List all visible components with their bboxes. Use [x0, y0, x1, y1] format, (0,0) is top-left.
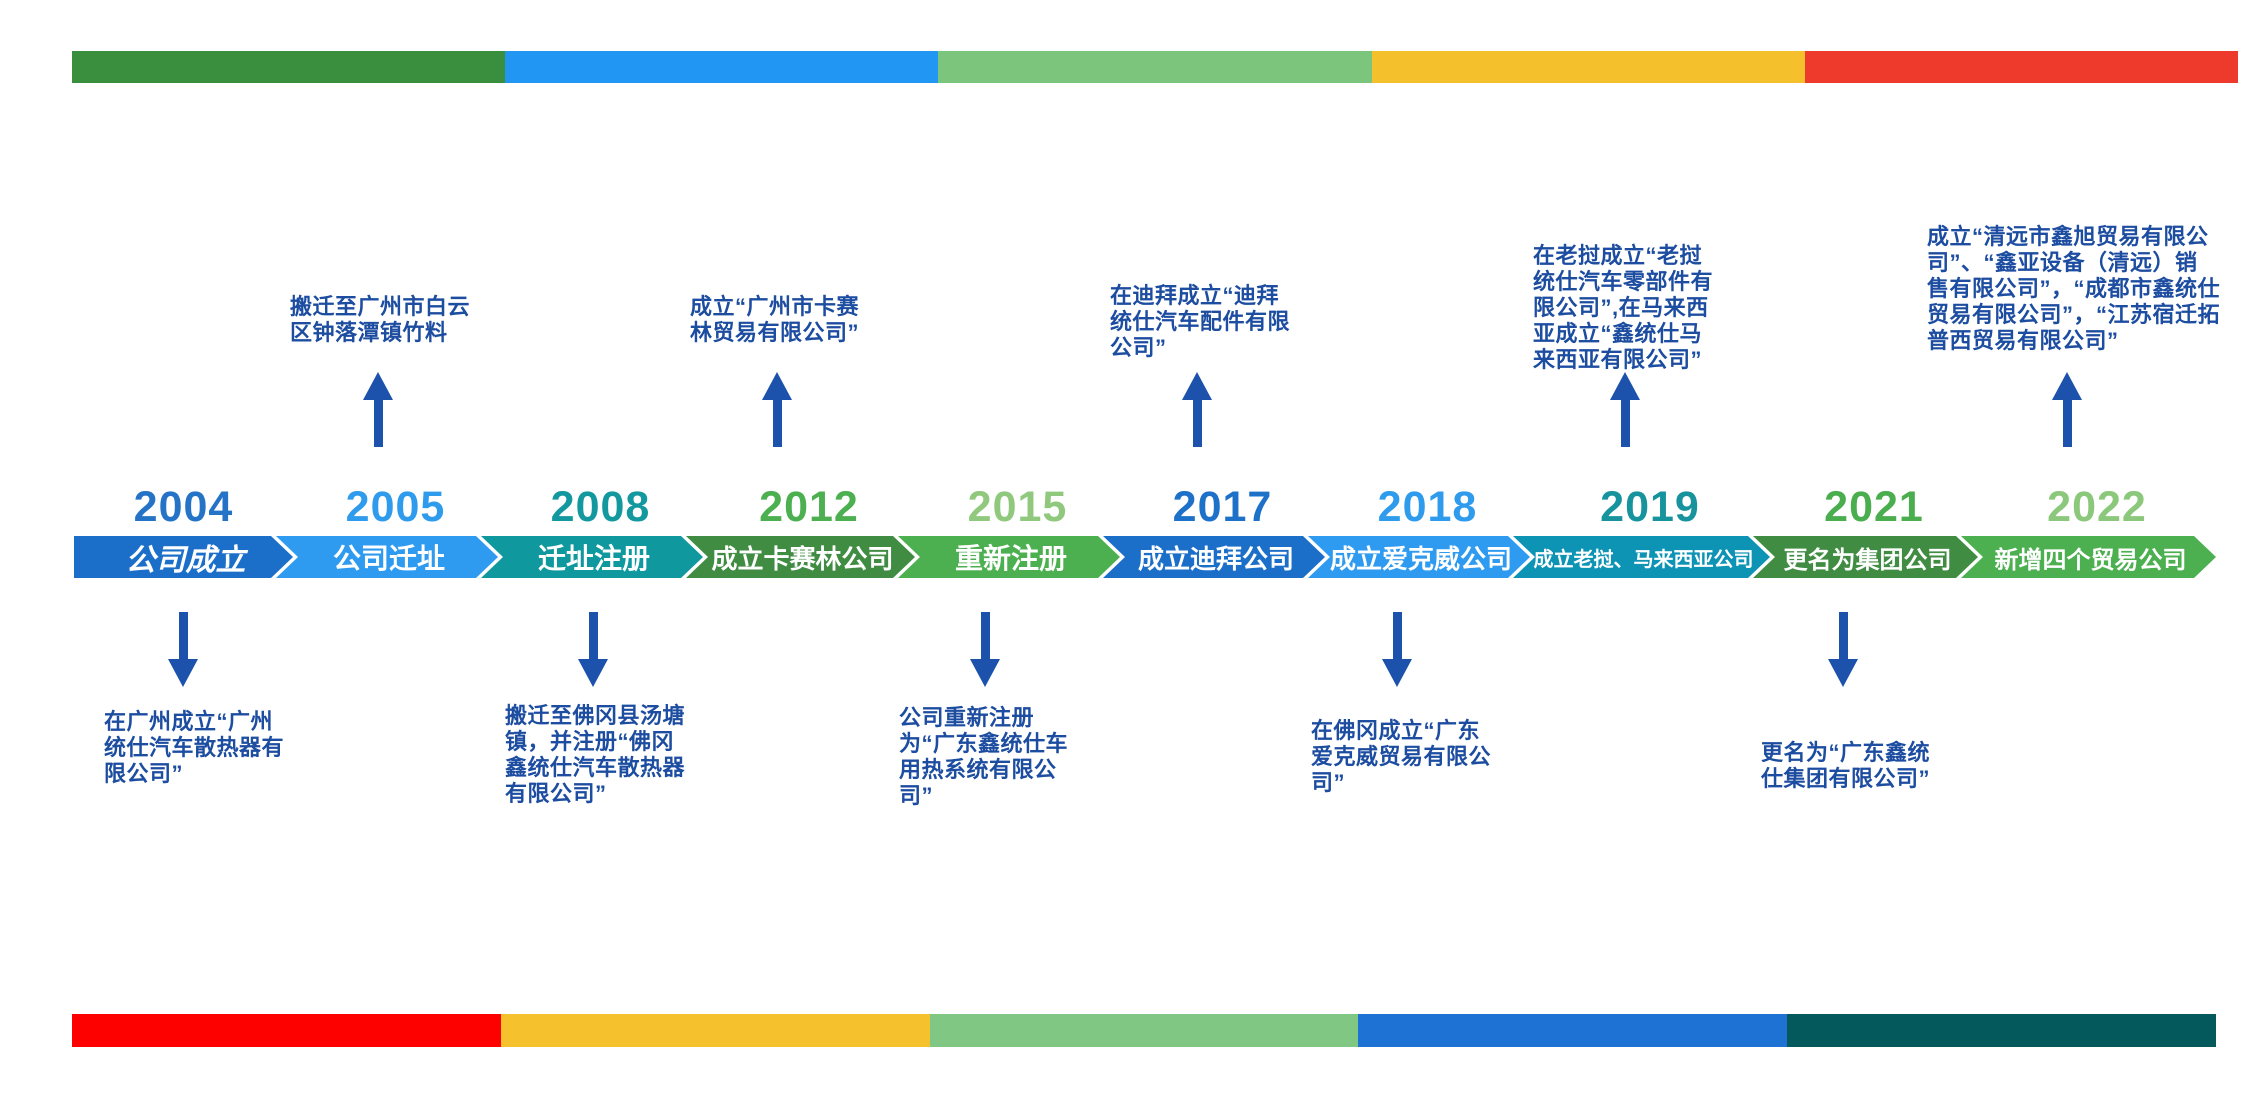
milestone-note-below: 搬迁至佛冈县汤塘 镇，并注册“佛冈 鑫统仕汽车散热器 有限公司”: [505, 703, 686, 806]
arrow-head: [1382, 659, 1412, 687]
color-bar-segment: [1804, 51, 2239, 83]
arrow-stem: [588, 612, 598, 659]
chevron-step: 公司成立: [74, 536, 293, 578]
chevron-step: 更名为集团公司: [1753, 536, 1978, 578]
arrow-head: [1610, 372, 1640, 400]
up-arrow-icon: [363, 372, 393, 447]
chevron-step: 成立爱克威公司: [1308, 536, 1530, 578]
year-label: 2018: [1377, 483, 1478, 531]
arrow-head: [168, 659, 198, 687]
arrow-head: [578, 659, 608, 687]
milestone-note-above: 在老挝成立“老挝 统仕汽车零部件有 限公司”,在马来西 亚成立“鑫统仕马 来西亚…: [1533, 243, 1714, 372]
arrow-head: [363, 372, 393, 400]
arrow-stem: [1838, 612, 1848, 659]
color-bar-segment: [929, 1014, 1359, 1047]
arrow-stem: [772, 400, 782, 447]
milestone-note-below: 在广州成立“广州 统仕汽车散热器有 限公司”: [104, 709, 285, 786]
year-label: 2004: [133, 483, 234, 531]
year-label: 2021: [1824, 483, 1924, 531]
up-arrow-icon: [762, 372, 792, 447]
milestone-note-below: 在佛冈成立“广东 爱克威贸易有限公 司”: [1311, 718, 1492, 795]
chevron-step: 公司迁址: [276, 536, 498, 578]
arrow-head: [2052, 372, 2082, 400]
color-bar-segment: [1787, 1014, 2216, 1047]
chevron-step: 新增四个贸易公司: [1961, 536, 2216, 578]
color-bar-segment: [72, 51, 506, 83]
chevron-step-label: 迁址注册: [537, 543, 650, 574]
arrow-stem: [1620, 400, 1630, 447]
down-arrow-icon: [970, 612, 1000, 687]
milestone-note-above: 搬迁至广州市白云 区钟落潭镇竹料: [290, 294, 471, 345]
chevron-step-label: 成立卡赛林公司: [711, 543, 894, 574]
chevron-step-label: 公司成立: [125, 544, 246, 577]
color-bar-segment: [72, 1014, 501, 1047]
arrow-stem: [2062, 400, 2072, 447]
color-bar-segment: [505, 51, 939, 83]
chevron-step-label: 新增四个贸易公司: [1994, 546, 2187, 574]
color-bar-segment: [938, 51, 1372, 83]
chevron-step: 成立卡赛林公司: [686, 536, 915, 578]
arrow-stem: [373, 400, 383, 447]
up-arrow-icon: [2052, 372, 2082, 447]
chevron-step: 成立老挝、马来西亚公司: [1513, 536, 1770, 578]
down-arrow-icon: [1828, 612, 1858, 687]
chevron-step: 成立迪拜公司: [1103, 536, 1325, 578]
year-label: 2015: [967, 483, 1068, 531]
arrow-stem: [1192, 400, 1202, 447]
milestone-note-above: 成立“清远市鑫旭贸易有限公 司”、“鑫亚设备（清远）销 售有限公司”，“成都市鑫…: [1927, 224, 2221, 353]
chevron-step-label: 重新注册: [954, 543, 1067, 574]
chevron-step-label: 成立老挝、马来西亚公司: [1533, 548, 1754, 571]
arrow-head: [1828, 659, 1858, 687]
color-bar-segment: [500, 1014, 930, 1047]
arrow-head: [970, 659, 1000, 687]
year-label: 2017: [1172, 483, 1273, 531]
up-arrow-icon: [1610, 372, 1640, 447]
bottom-color-bar: [72, 1014, 2216, 1047]
chevron-step-label: 公司迁址: [332, 543, 445, 574]
year-label: 2008: [550, 483, 651, 531]
color-bar-segment: [1371, 51, 1805, 83]
year-label: 2022: [2047, 483, 2147, 531]
arrow-head: [1182, 372, 1212, 400]
color-bar-segment: [1358, 1014, 1788, 1047]
arrow-stem: [178, 612, 188, 659]
milestone-note-above: 成立“广州市卡赛 林贸易有限公司”: [690, 294, 860, 345]
chevron-step: 重新注册: [898, 536, 1120, 578]
top-color-bar: [72, 51, 2239, 83]
milestone-note-above: 在迪拜成立“迪拜 统仕汽车配件有限 公司”: [1110, 283, 1291, 360]
chevron-step-label: 成立爱克威公司: [1330, 543, 1513, 574]
chevron-step-label: 成立迪拜公司: [1137, 543, 1294, 574]
up-arrow-icon: [1182, 372, 1212, 447]
down-arrow-icon: [168, 612, 198, 687]
down-arrow-icon: [1382, 612, 1412, 687]
year-label: 2005: [345, 483, 446, 531]
arrow-head: [762, 372, 792, 400]
milestone-note-below: 更名为“广东鑫统 仕集团有限公司”: [1761, 740, 1931, 791]
down-arrow-icon: [578, 612, 608, 687]
chevron-step: 迁址注册: [481, 536, 703, 578]
year-label: 2012: [759, 483, 859, 531]
milestone-note-below: 公司重新注册 为“广东鑫统仕车 用热系统有限公 司”: [899, 705, 1069, 808]
arrow-stem: [1392, 612, 1402, 659]
chevron-step-label: 更名为集团公司: [1783, 546, 1952, 574]
arrow-stem: [980, 612, 990, 659]
year-label: 2019: [1600, 483, 1700, 531]
